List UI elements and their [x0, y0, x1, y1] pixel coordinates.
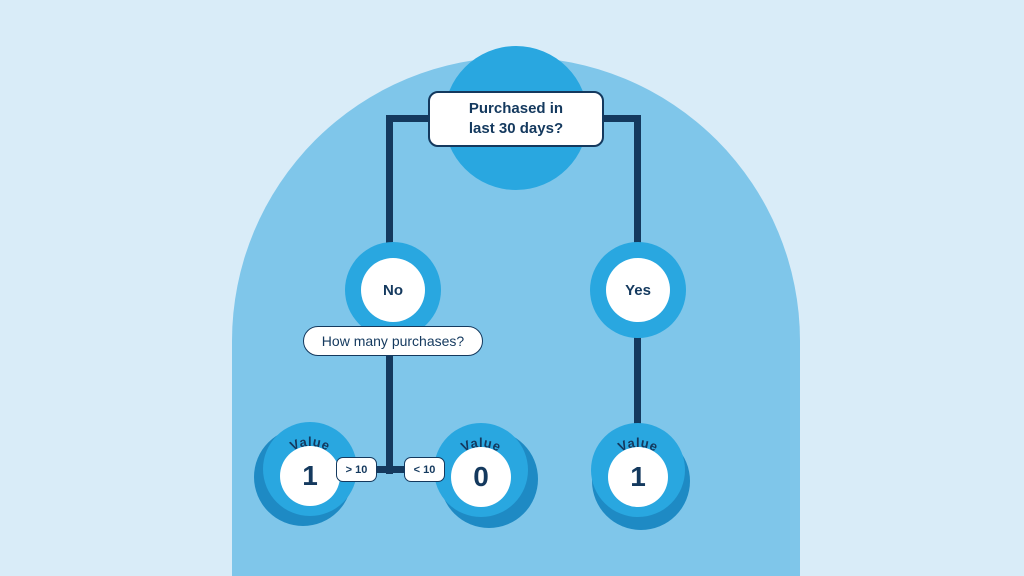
connector-bottom-horizontal [308, 466, 483, 473]
value-number: 0 [451, 447, 511, 507]
value-node-lt: Value 0 [434, 423, 528, 517]
root-question-label: Purchased in last 30 days? [468, 99, 564, 137]
yes-node: Yes [590, 242, 686, 338]
sub-question-label: How many purchases? [321, 333, 465, 349]
no-node: No [345, 242, 441, 338]
value-number: 1 [608, 447, 668, 507]
no-node-label: No [361, 258, 425, 322]
condition-lt-box: < 10 [404, 457, 445, 482]
root-question-box: Purchased in last 30 days? [428, 91, 604, 147]
sub-question-box: How many purchases? [303, 326, 483, 356]
value-number: 1 [280, 446, 340, 506]
condition-lt-label: < 10 [413, 463, 436, 476]
value-node-yes: Value 1 [591, 423, 685, 517]
condition-gt-box: > 10 [336, 457, 377, 482]
yes-node-label: Yes [606, 258, 670, 322]
condition-gt-label: > 10 [345, 463, 368, 476]
